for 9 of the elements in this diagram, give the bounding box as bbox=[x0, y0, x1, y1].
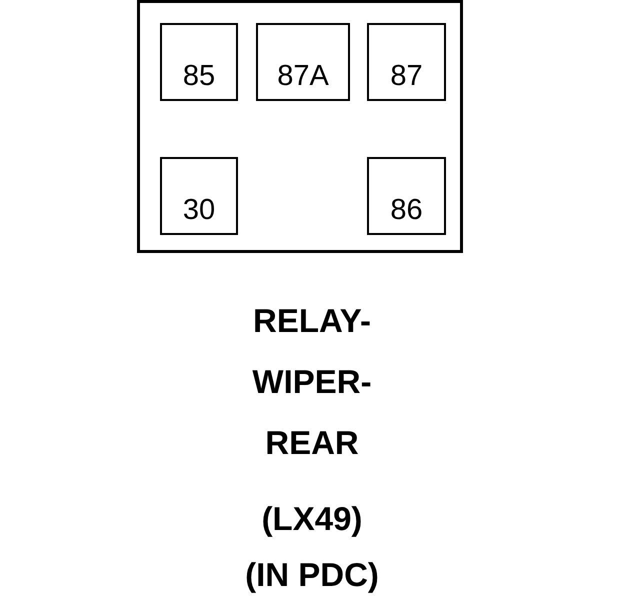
relay-note: (LX49) bbox=[262, 499, 362, 539]
terminal-box: 87A bbox=[256, 23, 350, 101]
terminal-box: 85 bbox=[160, 23, 238, 101]
relay-outline bbox=[137, 0, 463, 253]
terminal-box: 30 bbox=[160, 157, 238, 235]
terminal-box: 87 bbox=[367, 23, 446, 101]
relay-note: (IN PDC) bbox=[245, 555, 379, 595]
terminal-box: 86 bbox=[367, 157, 446, 235]
relay-name: RELAY- WIPER- REAR bbox=[252, 301, 372, 463]
